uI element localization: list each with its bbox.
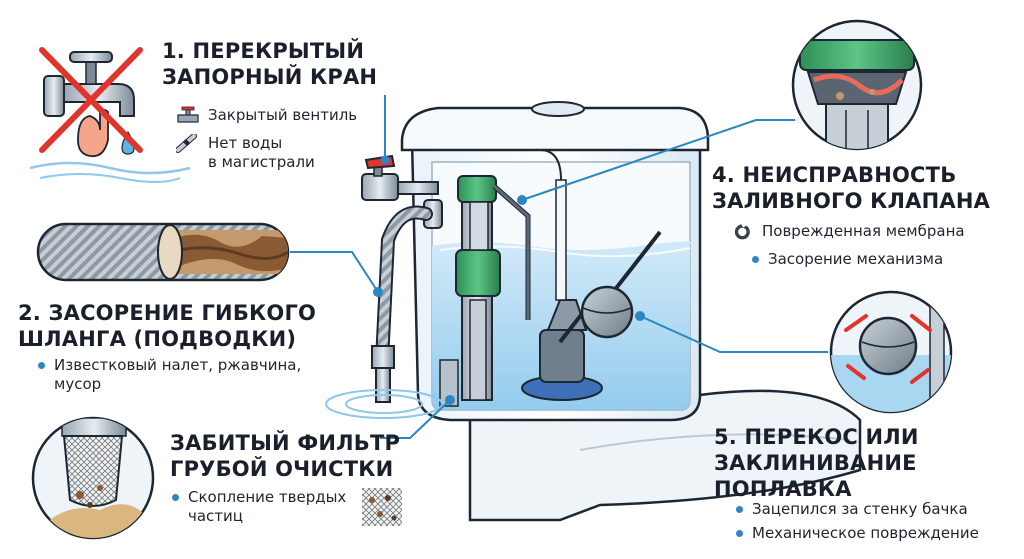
section-5-title-line1: 5. ПЕРЕКОС ИЛИ: [714, 425, 919, 449]
section-4-item-2: Засорение механизма: [752, 250, 943, 269]
section-5-title-line2: ЗАКЛИНИВАНИЕ: [714, 451, 917, 475]
section-5-item-2-text: Механическое повреждение: [752, 524, 979, 542]
faucet-icon: [29, 47, 191, 183]
section-2-item-1: Известковый налет, ржавчина, мусор: [38, 356, 301, 394]
section-2-title-line1: 2. ЗАСОРЕНИЕ ГИБКОГО: [18, 301, 317, 325]
clogged-hose-icon: [36, 222, 290, 282]
section-1-item-2-line2: в магистрали: [208, 153, 315, 171]
membrane-icon: [734, 222, 750, 240]
bullet: [736, 530, 743, 537]
section-4-item-2-text: Засорение механизма: [768, 250, 944, 268]
bullet: [38, 362, 45, 369]
section-1-item-1-text: Закрытый вентиль: [208, 106, 358, 124]
section-5-item-1: Зацепился за стенку бачка: [736, 500, 968, 519]
section-4-title-line2: ЗАЛИВНОГО КЛАПАНА: [712, 189, 991, 213]
toilet-bowl: [468, 389, 862, 522]
section-4-title-line1: 4. НЕИСПРАВНОСТЬ: [712, 163, 957, 187]
section-1-title-line2: ЗАПОРНЫЙ КРАН: [162, 65, 378, 89]
fill-valve: [439, 175, 531, 407]
section-1-title: 1. ПЕРЕКРЫТЫЙ ЗАПОРНЫЙ КРАН: [162, 38, 377, 90]
section-3-item-1: Скопление твердых частиц: [172, 488, 346, 526]
section-1-item-1: Закрытый вентиль: [176, 106, 357, 125]
section-2-title-line2: ШЛАНГА (ПОДВОДКИ): [18, 327, 297, 351]
section-5-title-line3: ПОПЛАВКА: [714, 477, 852, 501]
section-3-item-1-line1: Скопление твердых: [188, 488, 347, 506]
shutoff-tap: [361, 154, 443, 229]
valve-icon: [177, 106, 199, 123]
section-4-title: 4. НЕИСПРАВНОСТЬ ЗАЛИВНОГО КЛАПАНА: [712, 162, 990, 214]
section-5-title: 5. ПЕРЕКОС ИЛИ ЗАКЛИНИВАНИЕ ПОПЛАВКА: [714, 424, 919, 502]
float-inset: [829, 290, 953, 414]
section-3-title-line1: ЗАБИТЫЙ ФИЛЬТР: [170, 431, 401, 455]
section-2-item-1-line2: мусор: [54, 375, 102, 393]
section-2-item-1-line1: Известковый налет, ржавчина,: [54, 356, 302, 374]
section-5-item-1-text: Зацепился за стенку бачка: [752, 500, 968, 518]
section-3-title: ЗАБИТЫЙ ФИЛЬТР ГРУБОЙ ОЧИСТКИ: [170, 430, 400, 482]
grit-icon: [362, 488, 402, 526]
bullet: [752, 256, 759, 263]
bullet: [736, 506, 743, 513]
section-5-item-2: Механическое повреждение: [736, 524, 979, 543]
section-4-item-1-text: Поврежденная мембрана: [762, 222, 965, 240]
section-4-item-1: Поврежденная мембрана: [734, 222, 965, 241]
section-3-title-line2: ГРУБОЙ ОЧИСТКИ: [170, 457, 394, 481]
leader-lines: [290, 95, 828, 439]
section-1-title-line1: 1. ПЕРЕКРЫТЫЙ: [162, 39, 365, 63]
float-ball: [558, 230, 662, 344]
flex-hose: [325, 205, 443, 419]
pipe-icon: [176, 134, 197, 153]
section-1-item-2: Нет воды в магистрали: [176, 134, 315, 172]
bullet: [172, 494, 179, 501]
section-3-item-1-line2: частиц: [188, 507, 243, 525]
section-1-item-2-line1: Нет воды: [208, 134, 283, 152]
section-2-title: 2. ЗАСОРЕНИЕ ГИБКОГО ШЛАНГА (ПОДВОДКИ): [18, 300, 316, 352]
membrane-inset: [791, 19, 923, 151]
filter-inset: [31, 416, 155, 540]
